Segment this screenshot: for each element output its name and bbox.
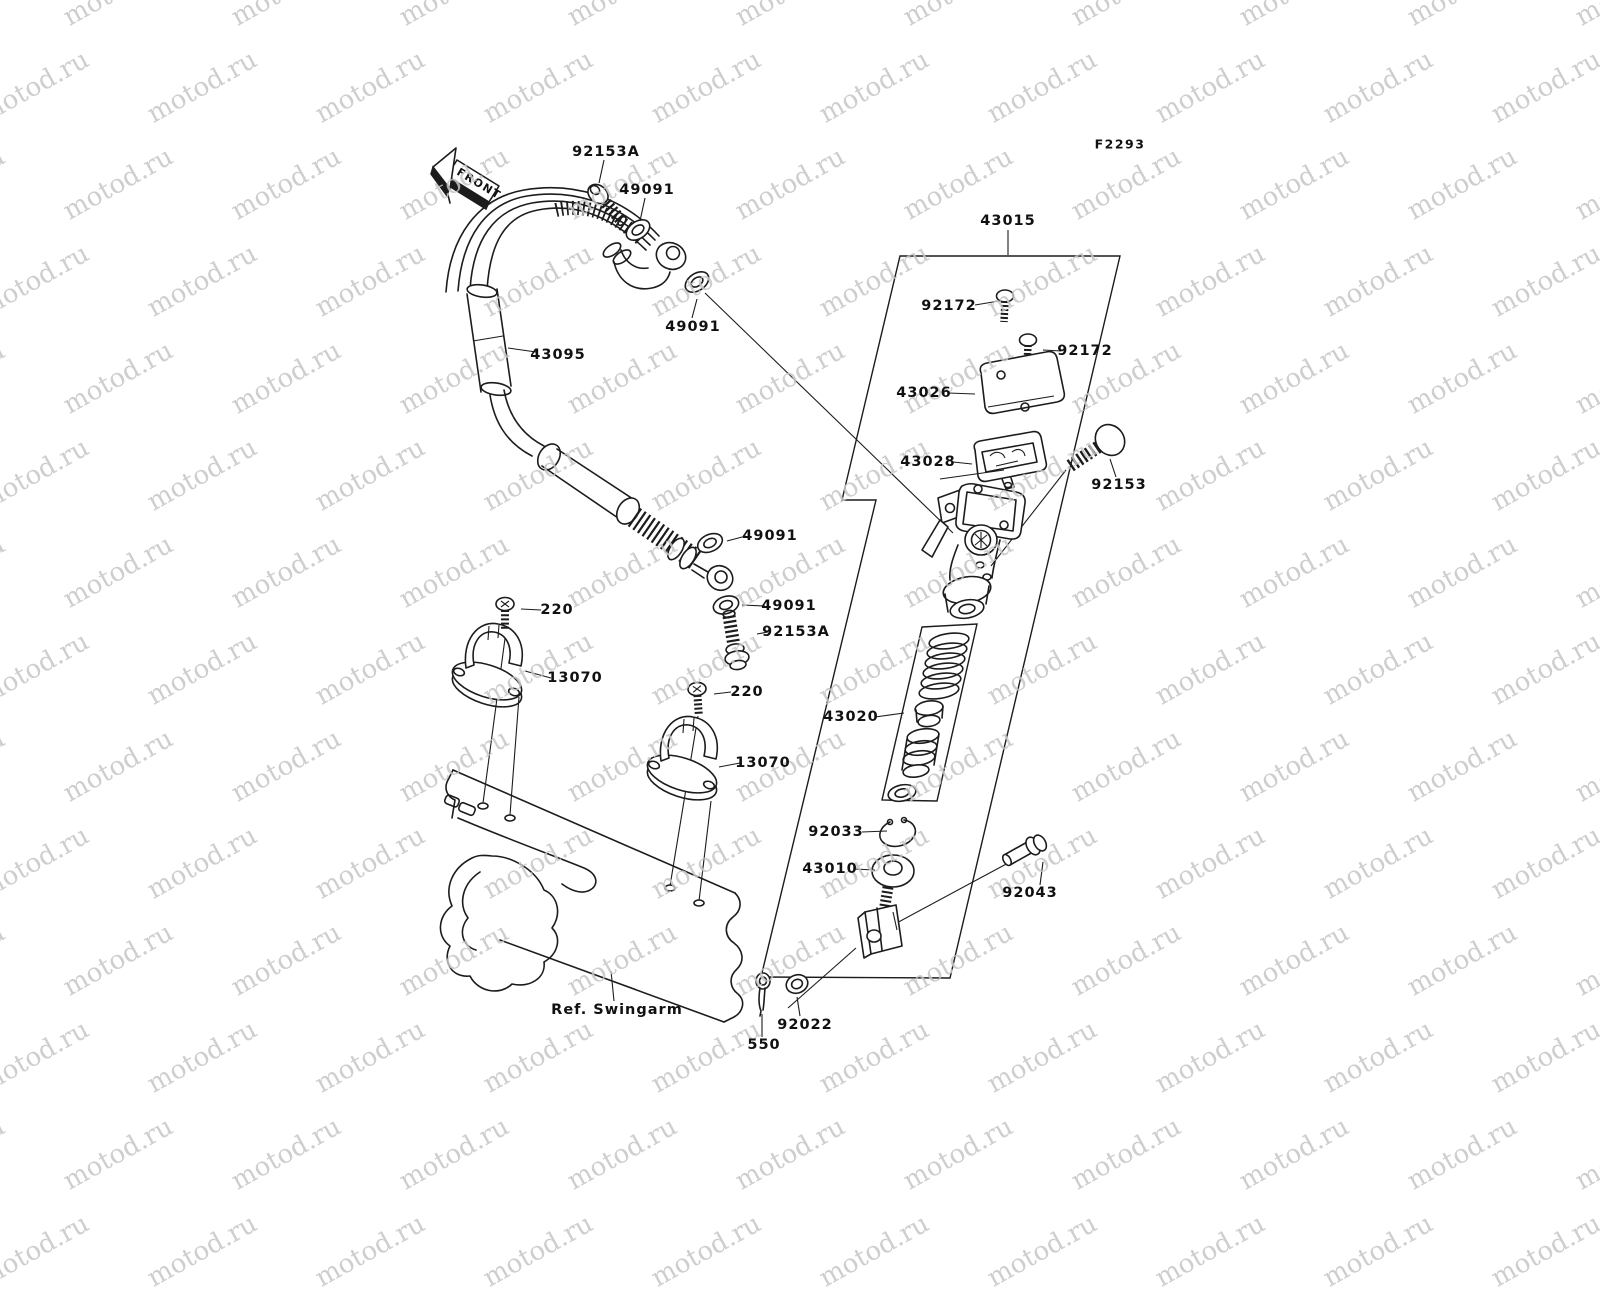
screw-92172-1 bbox=[997, 290, 1014, 322]
watermark-text: motod.ru bbox=[1486, 1208, 1600, 1293]
reservoir-cap-43026 bbox=[980, 352, 1064, 414]
brake-hose-43095 bbox=[446, 188, 690, 292]
master-cylinder-body bbox=[922, 470, 1025, 621]
parts-diagram-drawing: FRONT bbox=[430, 147, 1600, 1200]
piston-kit-43020 bbox=[887, 631, 970, 804]
watermark-text: motod.ru bbox=[1318, 1208, 1439, 1293]
washer-49091-4 bbox=[710, 592, 742, 618]
diaphragm-plate-43028 bbox=[974, 432, 1046, 489]
clevis-pin-92043 bbox=[1001, 833, 1049, 867]
bolt-92153 bbox=[1070, 419, 1131, 466]
watermark-text: motod.ru bbox=[982, 1208, 1103, 1293]
watermark-text: motod.ru bbox=[646, 1208, 767, 1293]
hose-lower-run bbox=[533, 440, 737, 595]
cotter-pin-550 bbox=[756, 973, 770, 1016]
watermark-text: motod.ru bbox=[814, 1208, 935, 1293]
washer-92022 bbox=[784, 972, 811, 996]
swingarm-outline bbox=[440, 770, 742, 1022]
kit-box-43020 bbox=[882, 624, 977, 801]
watermark-text: motod.ru bbox=[142, 1208, 263, 1293]
leader-lines bbox=[508, 160, 1116, 1037]
watermark-text: motod.ru bbox=[0, 1208, 95, 1293]
circlip-92033 bbox=[880, 818, 915, 847]
banjo-bolt-92153a-bottom bbox=[723, 610, 750, 671]
watermark-text: motod.ru bbox=[1150, 1208, 1271, 1293]
screw-220-right bbox=[688, 682, 708, 716]
assembly-box-43015 bbox=[761, 256, 1120, 978]
projection-lines bbox=[483, 293, 1066, 1008]
clamp-13070-left bbox=[447, 622, 527, 716]
clamp-13070-right bbox=[642, 715, 722, 809]
watermark-text: motod.ru bbox=[478, 1208, 599, 1293]
watermark-text: motod.ru bbox=[310, 1208, 431, 1293]
washer-49091-2 bbox=[680, 266, 714, 298]
hose-sleeve-43095 bbox=[466, 283, 544, 456]
front-arrow: FRONT bbox=[430, 147, 504, 211]
push-rod-43010 bbox=[858, 855, 914, 958]
banjo-bolt-92153a-top bbox=[584, 180, 627, 226]
